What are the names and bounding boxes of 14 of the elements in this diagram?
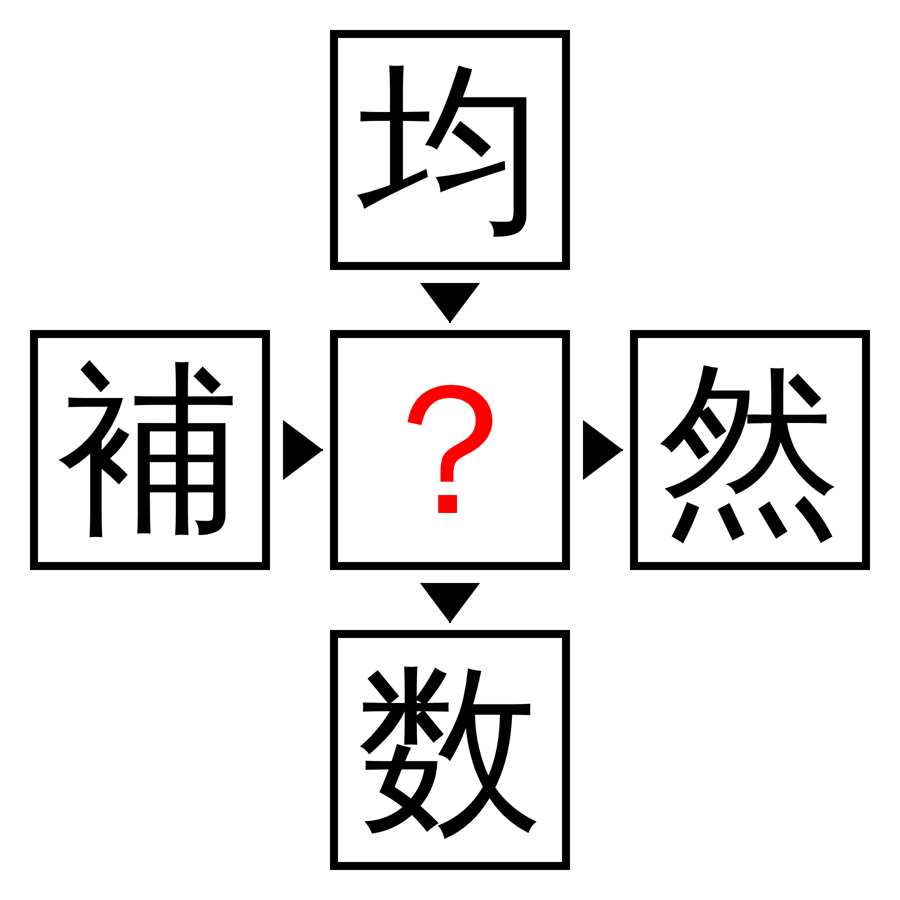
character-box	[630, 330, 870, 570]
arrow	[583, 420, 623, 480]
character-box	[30, 330, 270, 570]
character-box	[330, 30, 570, 270]
arrow	[420, 583, 480, 623]
character-box	[330, 330, 570, 570]
kanji-character: 然	[658, 358, 842, 542]
question-mark: ？	[358, 358, 542, 542]
arrow	[283, 420, 323, 480]
arrow	[420, 283, 480, 323]
character-box	[330, 630, 570, 870]
kanji-character: 数	[358, 658, 542, 842]
kanji-character: 均	[358, 58, 542, 242]
kanji-character: 補	[58, 358, 242, 542]
